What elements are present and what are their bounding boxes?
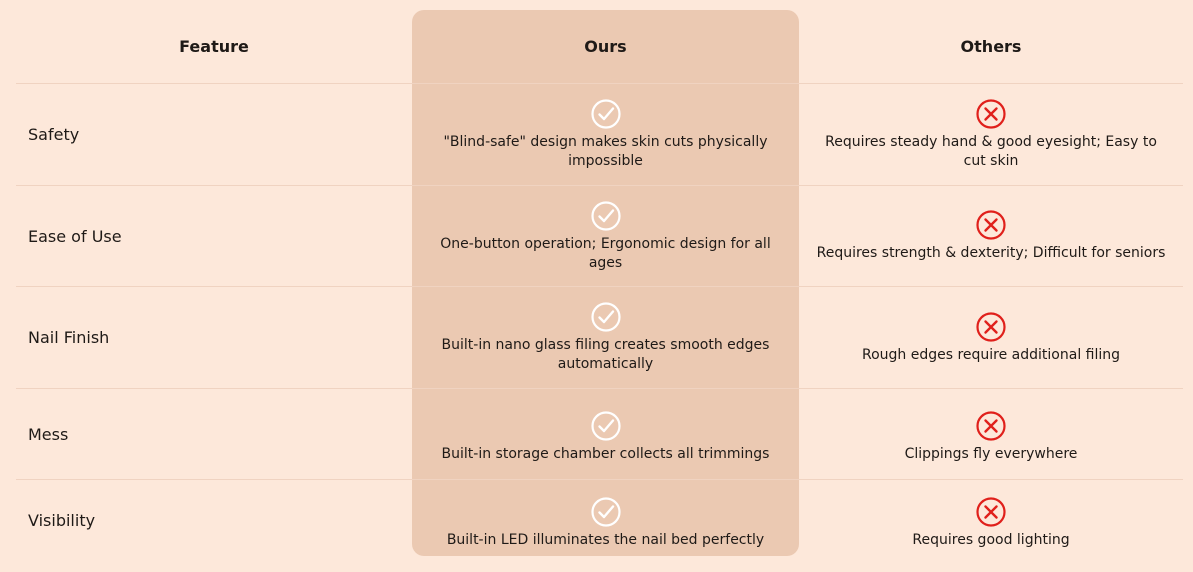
ours-text: Built-in nano glass filing creates smoot… — [441, 337, 770, 372]
others-text: Requires strength & dexterity; Difficult… — [816, 245, 1166, 261]
others-text: Requires steady hand & good eyesight; Ea… — [825, 134, 1157, 169]
others-cell: Clippings fly everywhere — [799, 389, 1183, 479]
table-row: Ease of Use One-button operation; Ergono… — [16, 186, 1183, 287]
x-circle-icon — [976, 311, 1006, 342]
others-cell: Requires steady hand & good eyesight; Ea… — [799, 84, 1183, 185]
feature-label: Ease of Use — [28, 226, 122, 246]
x-circle-icon — [976, 99, 1006, 129]
others-cell: Requires strength & dexterity; Difficult… — [799, 186, 1183, 286]
others-text: Clippings fly everywhere — [904, 446, 1078, 462]
x-circle-icon — [976, 497, 1006, 527]
table-row: Visibility Built-in LED illuminates the … — [16, 480, 1183, 560]
ours-text: Built-in LED illuminates the nail bed pe… — [446, 532, 765, 548]
others-text: Rough edges require additional filing — [861, 346, 1121, 363]
ours-text: One-button operation; Ergonomic design f… — [440, 235, 771, 271]
check-circle-icon — [590, 200, 621, 231]
feature-label: Safety — [28, 125, 80, 144]
check-circle-icon — [590, 497, 621, 527]
header-feature: Feature — [179, 37, 249, 56]
check-circle-icon — [590, 411, 621, 441]
others-text: Requires good lighting — [912, 532, 1070, 548]
feature-label: Mess — [28, 424, 69, 444]
ours-cell: Built-in LED illuminates the nail bed pe… — [412, 480, 799, 560]
ours-cell: One-button operation; Ergonomic design f… — [412, 186, 799, 286]
feature-label: Nail Finish — [28, 328, 110, 347]
x-circle-icon — [976, 210, 1006, 240]
ours-cell: Built-in nano glass filing creates smoot… — [412, 287, 799, 388]
ours-cell: "Blind-safe" design makes skin cuts phys… — [412, 84, 799, 185]
ours-cell: Built-in storage chamber collects all tr… — [412, 389, 799, 479]
header-ours: Ours — [584, 37, 627, 56]
table-header-row: Feature Ours Others — [16, 10, 1183, 84]
ours-text: "Blind-safe" design makes skin cuts phys… — [443, 134, 768, 169]
comparison-table: Feature Ours Others Safety "Blind-safe" … — [16, 10, 1183, 560]
header-others: Others — [960, 37, 1022, 56]
others-cell: Requires good lighting — [799, 480, 1183, 560]
x-circle-icon — [976, 411, 1006, 441]
feature-label: Visibility — [28, 510, 96, 530]
table-row: Mess Built-in storage chamber collects a… — [16, 389, 1183, 480]
ours-text: Built-in storage chamber collects all tr… — [441, 446, 770, 462]
check-circle-icon — [590, 302, 621, 332]
check-circle-icon — [590, 99, 621, 129]
others-cell: Rough edges require additional filing — [799, 287, 1183, 388]
table-row: Safety "Blind-safe" design makes skin cu… — [16, 84, 1183, 186]
table-row: Nail Finish Built-in nano glass filing c… — [16, 287, 1183, 389]
